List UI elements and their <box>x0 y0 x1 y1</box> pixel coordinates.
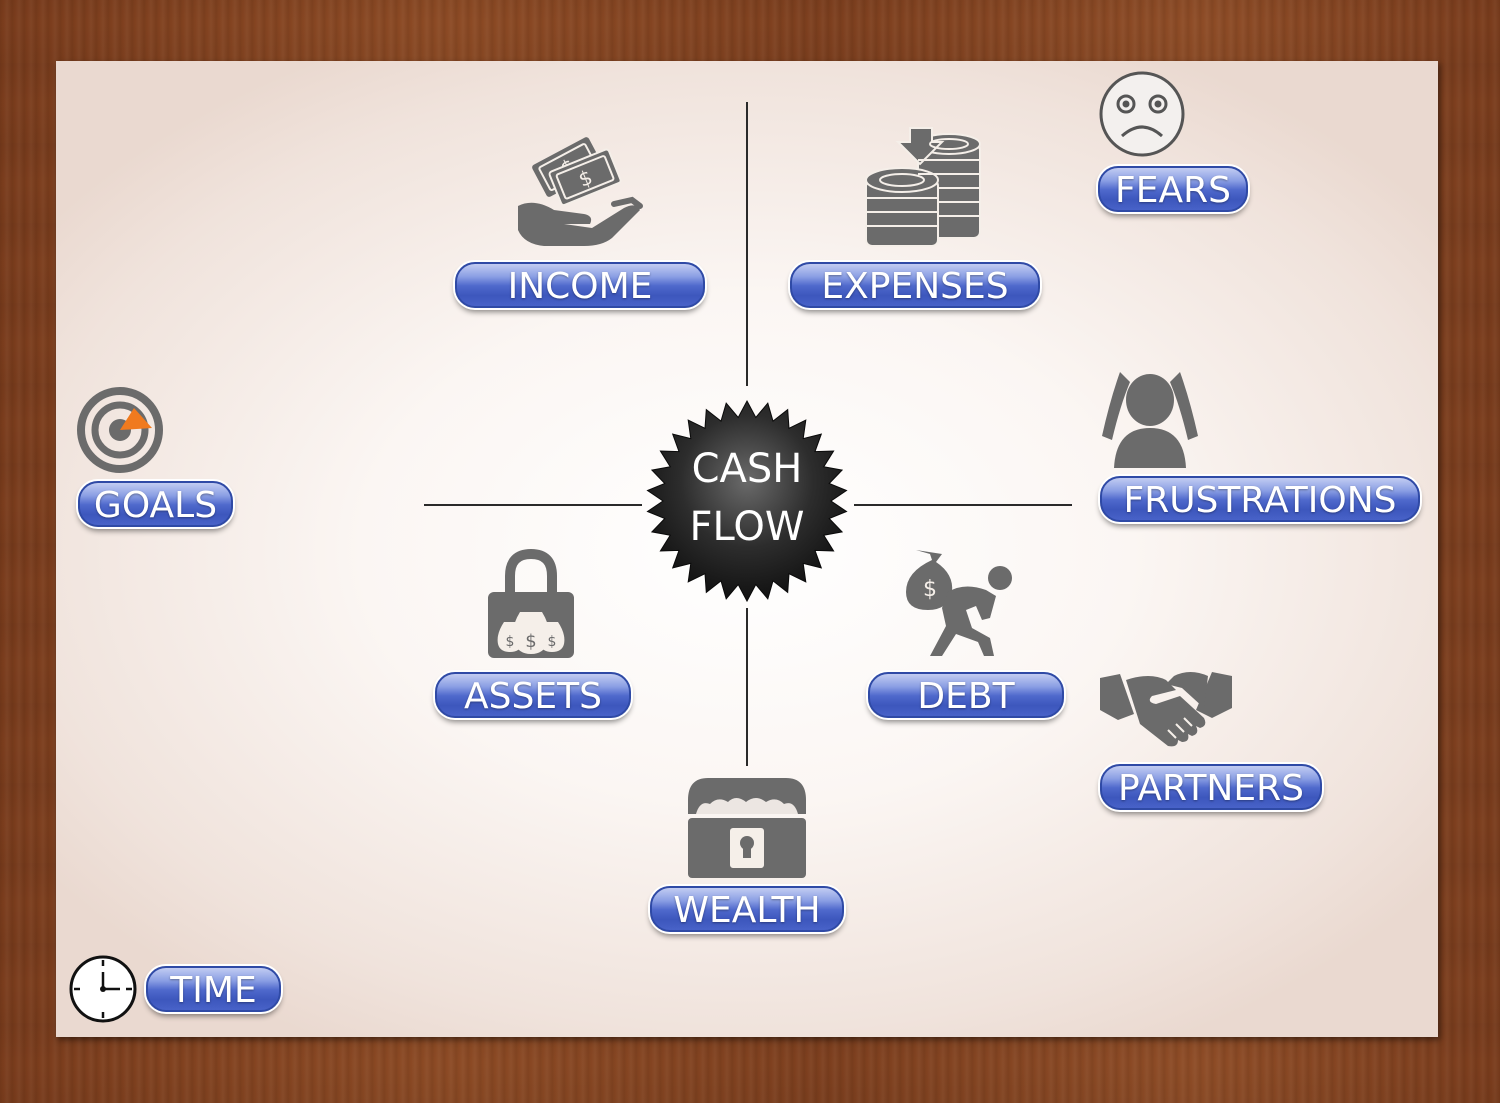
treasure-chest-icon <box>688 778 806 878</box>
frustrations-button[interactable]: FRUSTRATIONS <box>1100 476 1420 522</box>
sad-face-icon <box>1099 71 1185 157</box>
assets-button[interactable]: ASSETS <box>435 672 631 718</box>
income-button[interactable]: INCOME <box>455 262 705 308</box>
target-icon <box>77 387 163 473</box>
person-carrying-money-bag-icon: $ <box>906 550 1012 656</box>
axis-line-bottom <box>746 608 748 766</box>
cash-flow-starburst <box>646 399 848 603</box>
padlock-money-bags-icon: $ $ $ <box>488 548 574 658</box>
goals-button[interactable]: GOALS <box>78 481 233 527</box>
center-label-line2: FLOW <box>689 504 805 550</box>
svg-text:$: $ <box>923 577 937 602</box>
frustrated-person-icon <box>1102 372 1198 468</box>
time-button[interactable]: TIME <box>146 966 281 1012</box>
coin-stacks-icon <box>865 127 981 247</box>
fears-button[interactable]: FEARS <box>1098 166 1248 212</box>
axis-line-right <box>854 504 1072 506</box>
expenses-button[interactable]: EXPENSES <box>790 262 1040 308</box>
money-hand-icon: $ $ <box>518 137 643 246</box>
handshake-icon <box>1100 672 1232 747</box>
svg-text:$: $ <box>548 634 557 650</box>
svg-text:$: $ <box>506 634 515 650</box>
debt-button[interactable]: DEBT <box>868 672 1064 718</box>
axis-line-left <box>424 504 642 506</box>
svg-text:$: $ <box>525 631 536 652</box>
partners-button[interactable]: PARTNERS <box>1100 764 1322 810</box>
wealth-button[interactable]: WEALTH <box>650 886 844 932</box>
center-label-line1: CASH <box>691 446 803 492</box>
center-label: CASH FLOW <box>647 440 847 556</box>
clock-icon <box>69 955 137 1023</box>
axis-line-top <box>746 102 748 386</box>
